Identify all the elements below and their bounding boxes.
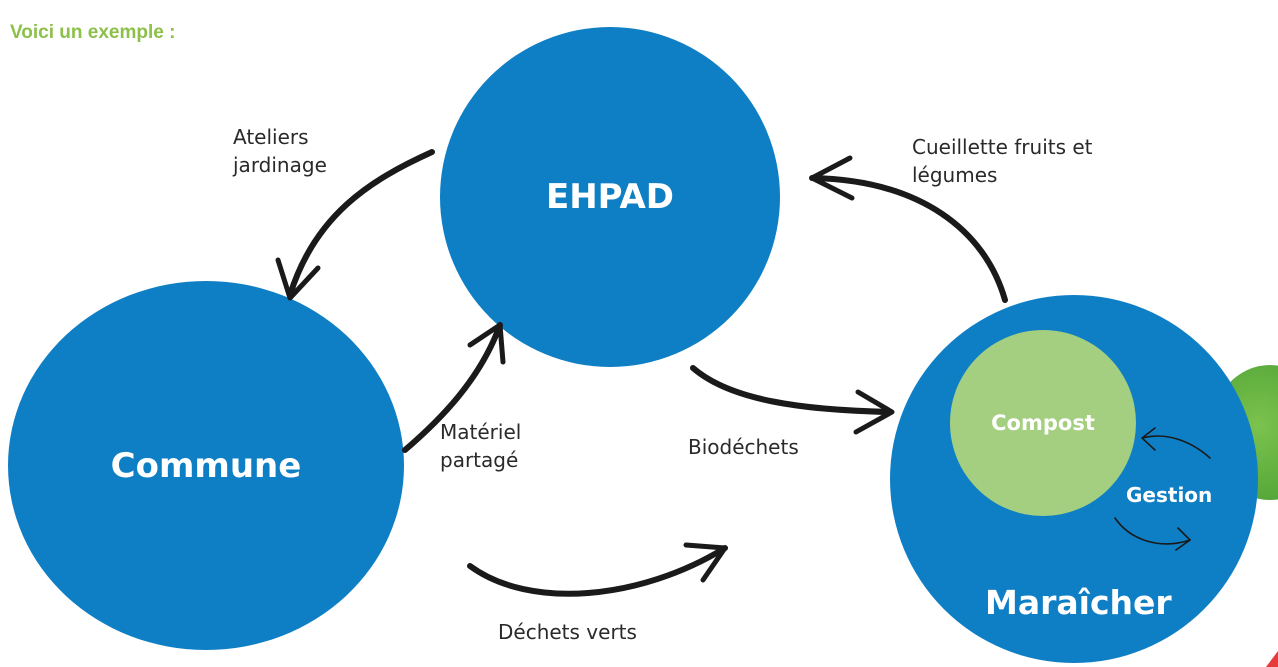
ehpad-node: EHPAD	[440, 27, 780, 367]
compost-node: Compost	[950, 330, 1136, 516]
gestion-bottom-arrow	[1114, 517, 1191, 551]
maraicher-label: Maraîcher	[985, 583, 1172, 622]
ehpad-label: EHPAD	[545, 177, 674, 217]
cueillette-line1: Cueillette fruits et	[912, 135, 1093, 159]
cueillette-label: Cueillette fruits et légumes	[912, 133, 1093, 189]
commune-label: Commune	[110, 445, 302, 486]
dechets-verts-arrow	[467, 542, 728, 597]
gestion-top-arrow	[1141, 427, 1211, 459]
compost-label: Compost	[991, 411, 1095, 435]
biodechets-arrow	[690, 365, 895, 435]
cueillette-line2: légumes	[912, 163, 998, 187]
materiel-arrow	[402, 322, 506, 453]
dechets-verts-label: Déchets verts	[498, 620, 637, 644]
biodechets-label: Biodéchets	[688, 435, 799, 459]
ateliers-jardinage-label: Ateliers jardinage	[233, 123, 327, 179]
commune-node: Commune	[8, 281, 404, 650]
cueillette-arrow	[809, 155, 1008, 303]
materiel-line2: partagé	[440, 448, 519, 472]
ateliers-line2: jardinage	[233, 153, 327, 177]
corner-mark	[1266, 651, 1278, 667]
ateliers-arrow	[275, 149, 435, 301]
gestion-label: Gestion	[1126, 483, 1213, 507]
materiel-line1: Matériel	[440, 420, 522, 444]
materiel-partage-label: Matériel partagé	[440, 418, 521, 474]
ateliers-line1: Ateliers	[233, 125, 309, 149]
intro-heading: Voici un exemple :	[10, 22, 176, 43]
